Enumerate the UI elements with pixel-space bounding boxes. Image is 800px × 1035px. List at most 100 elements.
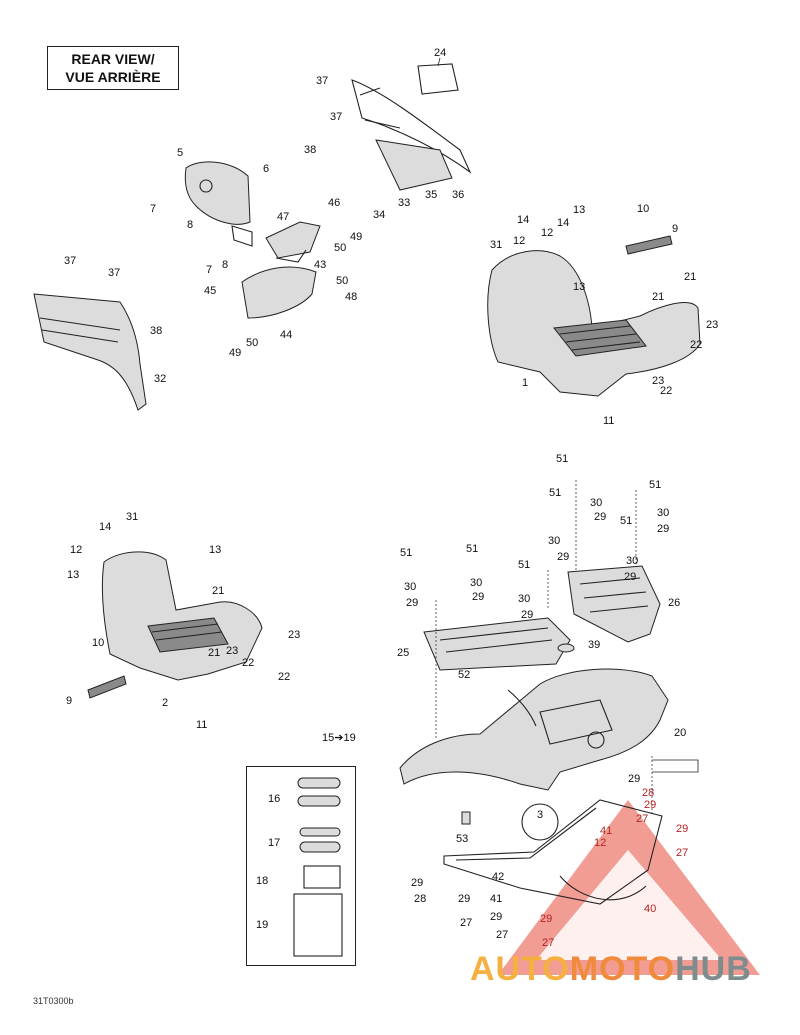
- part-25-front-rack: [423, 617, 571, 671]
- callout-37: 37: [108, 267, 120, 279]
- callout-29: 29: [676, 823, 688, 835]
- part-26-rear-rack: [567, 565, 661, 643]
- callout-49: 49: [229, 347, 241, 359]
- callout-12: 12: [541, 227, 553, 239]
- part-36-rear-fender: [351, 79, 472, 191]
- callout-47: 47: [277, 211, 289, 223]
- callout-19: 19: [256, 919, 268, 931]
- callout-37: 37: [330, 111, 342, 123]
- detail-circle-3: [521, 803, 559, 841]
- callout-labels: 24 37 37 38 5 6 7 8 7 8 47 46 50 49 43 3…: [64, 47, 718, 949]
- callout-41: 41: [490, 893, 502, 905]
- callout-30: 30: [470, 577, 482, 589]
- callout-30: 30: [518, 593, 530, 605]
- view-label-line2: VUE ARRIÈRE: [65, 69, 161, 85]
- callout-49: 49: [350, 231, 362, 243]
- callout-29: 29: [628, 773, 640, 785]
- callout-29: 29: [411, 877, 423, 889]
- callout-11: 11: [603, 415, 614, 427]
- callout-42: 42: [492, 871, 504, 883]
- decal-kit-box: [246, 766, 356, 966]
- callout-37: 37: [64, 255, 76, 267]
- watermark-part3: HUB: [675, 950, 752, 988]
- callout-3: 3: [537, 809, 543, 821]
- callout-51: 51: [620, 515, 632, 527]
- callout-50: 50: [336, 275, 348, 287]
- callout-43: 43: [314, 259, 326, 271]
- callout-21: 21: [212, 585, 224, 597]
- callout-35: 35: [425, 189, 437, 201]
- callout-32: 32: [154, 373, 166, 385]
- callout-27: 27: [496, 929, 508, 941]
- callout-6: 6: [263, 163, 269, 175]
- watermark-part2: MOTO: [569, 950, 676, 988]
- callout-29: 29: [657, 523, 669, 535]
- callout-10: 10: [637, 203, 649, 215]
- view-label-line1: REAR VIEW/: [71, 51, 155, 67]
- callout-8: 8: [187, 219, 193, 231]
- callout-51: 51: [400, 547, 412, 559]
- callout-41: 41: [600, 825, 612, 837]
- decal-range-label: 15➔19: [322, 732, 356, 744]
- callout-51: 51: [556, 453, 568, 465]
- part-1-front-fender: [487, 250, 701, 397]
- part-9-footrest: [87, 235, 673, 699]
- callout-29: 29: [557, 551, 569, 563]
- callout-21: 21: [652, 291, 664, 303]
- decals-group: [293, 777, 343, 957]
- callout-21: 21: [684, 271, 696, 283]
- watermark-text: AUTOMOTOHUB: [470, 950, 752, 989]
- callout-27: 27: [636, 813, 648, 825]
- callout-14: 14: [99, 521, 111, 533]
- callout-34: 34: [373, 209, 385, 221]
- callout-30: 30: [626, 555, 638, 567]
- callout-50: 50: [334, 242, 346, 254]
- callout-50: 50: [246, 337, 258, 349]
- watermark-triangle: [498, 800, 760, 975]
- callout-29: 29: [540, 913, 552, 925]
- callout-8: 8: [222, 259, 228, 271]
- callout-20: 20: [674, 727, 686, 739]
- callout-10: 10: [92, 637, 104, 649]
- callout-39: 39: [588, 639, 600, 651]
- part-2-fender: [101, 551, 263, 681]
- callout-30: 30: [590, 497, 602, 509]
- callout-33: 33: [398, 197, 410, 209]
- callout-37: 37: [316, 75, 328, 87]
- callout-29: 29: [594, 511, 606, 523]
- part-44-guard: [241, 266, 317, 319]
- callout-22: 22: [690, 339, 702, 351]
- callout-44: 44: [280, 329, 292, 341]
- callout-29: 29: [472, 591, 484, 603]
- callout-29: 29: [644, 799, 656, 811]
- part-39-cap: [557, 643, 575, 653]
- callout-27: 27: [460, 917, 472, 929]
- callout-9: 9: [672, 223, 678, 235]
- part-52-rear-body: [399, 668, 669, 791]
- callout-22: 22: [278, 671, 290, 683]
- callout-28: 28: [414, 893, 426, 905]
- callout-17: 17: [268, 837, 280, 849]
- callout-29: 29: [458, 893, 470, 905]
- figure-reference-code: 31T0300b: [33, 996, 74, 1006]
- callout-7: 7: [150, 203, 156, 215]
- callout-23: 23: [288, 629, 300, 641]
- callout-18: 18: [256, 875, 268, 887]
- callout-38: 38: [150, 325, 162, 337]
- callout-29: 29: [624, 571, 636, 583]
- callout-12: 12: [594, 837, 606, 849]
- callout-29: 29: [490, 911, 502, 923]
- callout-16: 16: [268, 793, 280, 805]
- callout-29: 29: [521, 609, 533, 621]
- callout-52: 52: [458, 669, 470, 681]
- callout-11: 11: [196, 719, 207, 731]
- callout-51: 51: [549, 487, 561, 499]
- callout-13: 13: [573, 204, 585, 216]
- callout-23: 23: [226, 645, 238, 657]
- callout-22: 22: [660, 385, 672, 397]
- callout-23: 23: [706, 319, 718, 331]
- part-32-side-fender: [33, 293, 147, 411]
- callout-24: 24: [434, 47, 446, 59]
- callout-48: 48: [345, 291, 357, 303]
